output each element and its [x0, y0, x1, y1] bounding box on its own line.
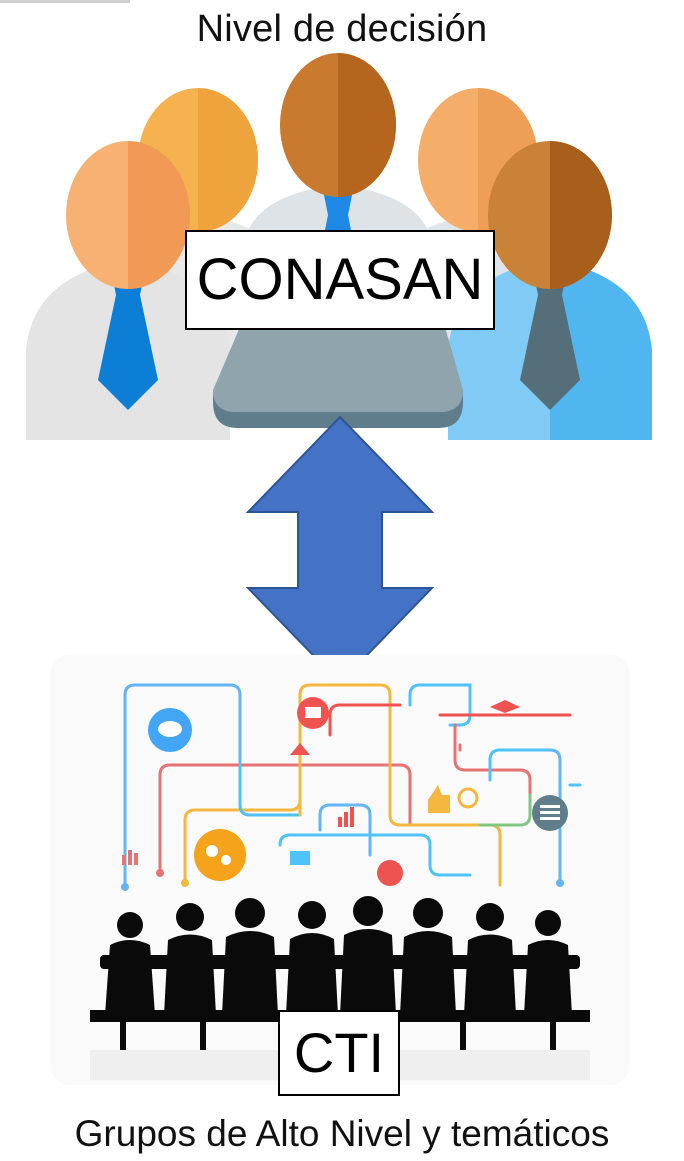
meeting-silhouettes	[90, 896, 590, 1050]
working-groups-title: Grupos de Alto Nivel y temáticos	[74, 1113, 610, 1154]
cti-box: CTI	[278, 1010, 400, 1096]
bidirectional-arrow	[245, 415, 435, 685]
conference-table	[213, 320, 463, 428]
top-border-line	[0, 0, 130, 3]
conasan-box: CONASAN	[185, 230, 495, 330]
meeting-network-illustration	[50, 655, 630, 1085]
network-icons	[121, 697, 568, 891]
decision-level-title: Nivel de decisión	[196, 8, 488, 50]
network-lines	[123, 683, 582, 887]
person-front-left	[26, 141, 230, 440]
